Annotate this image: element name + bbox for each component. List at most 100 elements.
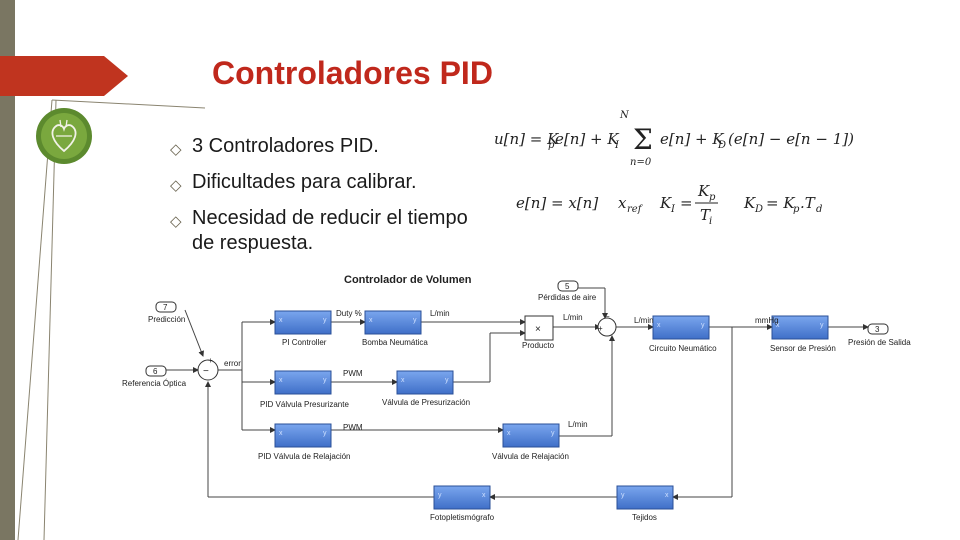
svg-text:d: d [816, 204, 822, 215]
pi-controller-block[interactable] [274, 310, 332, 335]
signal-label: L/min [568, 420, 588, 429]
heart-logo-icon [36, 108, 92, 164]
svg-text:e[n] = x[n]: e[n] = x[n] [516, 194, 598, 212]
svg-text:x: x [279, 430, 283, 437]
svg-text:y: y [323, 430, 327, 437]
diamond-bullet-icon: ◇ [170, 141, 182, 158]
svg-text:x: x [507, 430, 511, 437]
svg-text:x: x [657, 322, 661, 329]
diamond-bullet-icon: ◇ [170, 213, 182, 230]
svg-text:e[n] + K: e[n] + K [660, 130, 724, 148]
product-block [524, 315, 554, 341]
block-label: PID Válvula de Relajación [258, 452, 351, 461]
block-label: Sensor de Presión [770, 344, 836, 353]
svg-text:N: N [619, 110, 630, 121]
svg-text:T: T [700, 206, 711, 224]
signal-label: Duty % [336, 309, 362, 318]
svg-text:x: x [482, 492, 486, 499]
svg-text:D: D [717, 140, 726, 151]
pid-formula-image: u[n] = Kp e[n] + KI N Σ n=0 e[n] + KD (e… [494, 110, 854, 227]
svg-text:x: x [401, 377, 405, 384]
port-label: Referencia Óptica [122, 379, 187, 388]
bullet-item: ◇ Necesidad de reducir el tiempo de resp… [170, 206, 490, 256]
bullet-item: ◇ Dificultades para calibrar. [170, 170, 490, 195]
svg-text:y: y [438, 492, 442, 499]
svg-text:.T: .T [800, 194, 816, 212]
signal-label: L/min [430, 309, 450, 318]
svg-text:−: − [605, 312, 610, 321]
svg-text:−: − [203, 366, 209, 377]
port-number: 5 [565, 282, 570, 291]
svg-text:x: x [776, 322, 780, 329]
bullet-item: ◇ 3 Controladores PID. [170, 134, 490, 159]
port-label: Presión de Salida [848, 338, 911, 347]
port-5 [557, 280, 579, 292]
signal-label: L/min [563, 313, 583, 322]
svg-text:p: p [548, 140, 555, 151]
svg-text:+: + [208, 356, 213, 365]
svg-text:y: y [621, 492, 625, 499]
svg-text:y: y [323, 377, 327, 384]
svg-text:K: K [697, 182, 710, 200]
port-7 [155, 301, 177, 313]
pid-presurizante-block[interactable] [274, 370, 332, 395]
fotopletismografo-block[interactable] [433, 485, 491, 510]
sum-block-pressure: + − [597, 312, 617, 337]
left-sidebar [0, 0, 15, 540]
circuito-block[interactable] [652, 315, 710, 340]
svg-text:n=0: n=0 [630, 157, 652, 168]
slide-title: Controladores PID [212, 55, 493, 91]
pid-relajacion-block[interactable] [274, 423, 332, 448]
svg-text:i: i [709, 216, 712, 227]
block-label: Fotopletismógrafo [430, 513, 495, 522]
diamond-bullet-icon: ◇ [170, 177, 182, 194]
bullet-text: 3 Controladores PID. [192, 135, 379, 157]
bullet-text: Dificultades para calibrar. [192, 171, 417, 193]
svg-text:ref: ref [627, 204, 644, 215]
svg-text:y: y [701, 322, 705, 329]
svg-text:I: I [614, 140, 620, 151]
valvula-relajacion-block[interactable] [502, 423, 560, 448]
port-number: 6 [153, 367, 158, 376]
title-arrow-banner [0, 56, 128, 96]
svg-text:y: y [445, 377, 449, 384]
svg-text:(e[n] − e[n − 1]): (e[n] − e[n − 1]) [728, 130, 854, 148]
block-label: Tejidos [632, 513, 657, 522]
svg-text:Σ: Σ [633, 123, 653, 156]
signal-label: error [224, 359, 241, 368]
svg-text:=: = [680, 194, 693, 212]
valvula-presurizacion-block[interactable] [396, 370, 454, 395]
port-label: Predicción [148, 315, 185, 324]
bomba-block[interactable] [364, 310, 422, 335]
block-label: Circuito Neumático [649, 344, 717, 353]
sensor-block[interactable] [771, 315, 829, 340]
signal-label: mmHg [755, 316, 779, 325]
sum-block: − + [197, 356, 219, 381]
svg-text:x: x [279, 377, 283, 384]
svg-text:K: K [743, 194, 756, 212]
tejidos-block[interactable] [616, 485, 674, 510]
block-label: PI Controller [282, 338, 327, 347]
svg-text:I: I [670, 204, 676, 215]
svg-text:u[n] = K: u[n] = K [494, 130, 559, 148]
svg-text:e[n] + K: e[n] + K [555, 130, 619, 148]
block-label: PID Válvula Presurizante [260, 400, 349, 409]
svg-text:y: y [323, 317, 327, 324]
port-6 [145, 365, 167, 377]
port-number: 3 [875, 325, 880, 334]
svg-text:p: p [709, 192, 716, 203]
svg-text:x: x [665, 492, 669, 499]
block-label: Válvula de Relajación [492, 452, 569, 461]
port-label: Pérdidas de aire [538, 293, 597, 302]
diagram-title: Controlador de Volumen [344, 274, 472, 286]
svg-text:K: K [659, 194, 672, 212]
bullet-list: ◇ 3 Controladores PID. ◇ Dificultades pa… [170, 134, 490, 267]
block-label: Bomba Neumática [362, 338, 428, 347]
svg-text:= K: = K [766, 194, 795, 212]
multiply-icon: × [535, 324, 541, 335]
svg-text:y: y [551, 430, 555, 437]
svg-text:x: x [618, 194, 627, 212]
bullet-text: Necesidad de reducir el tiempo de respue… [192, 207, 468, 254]
